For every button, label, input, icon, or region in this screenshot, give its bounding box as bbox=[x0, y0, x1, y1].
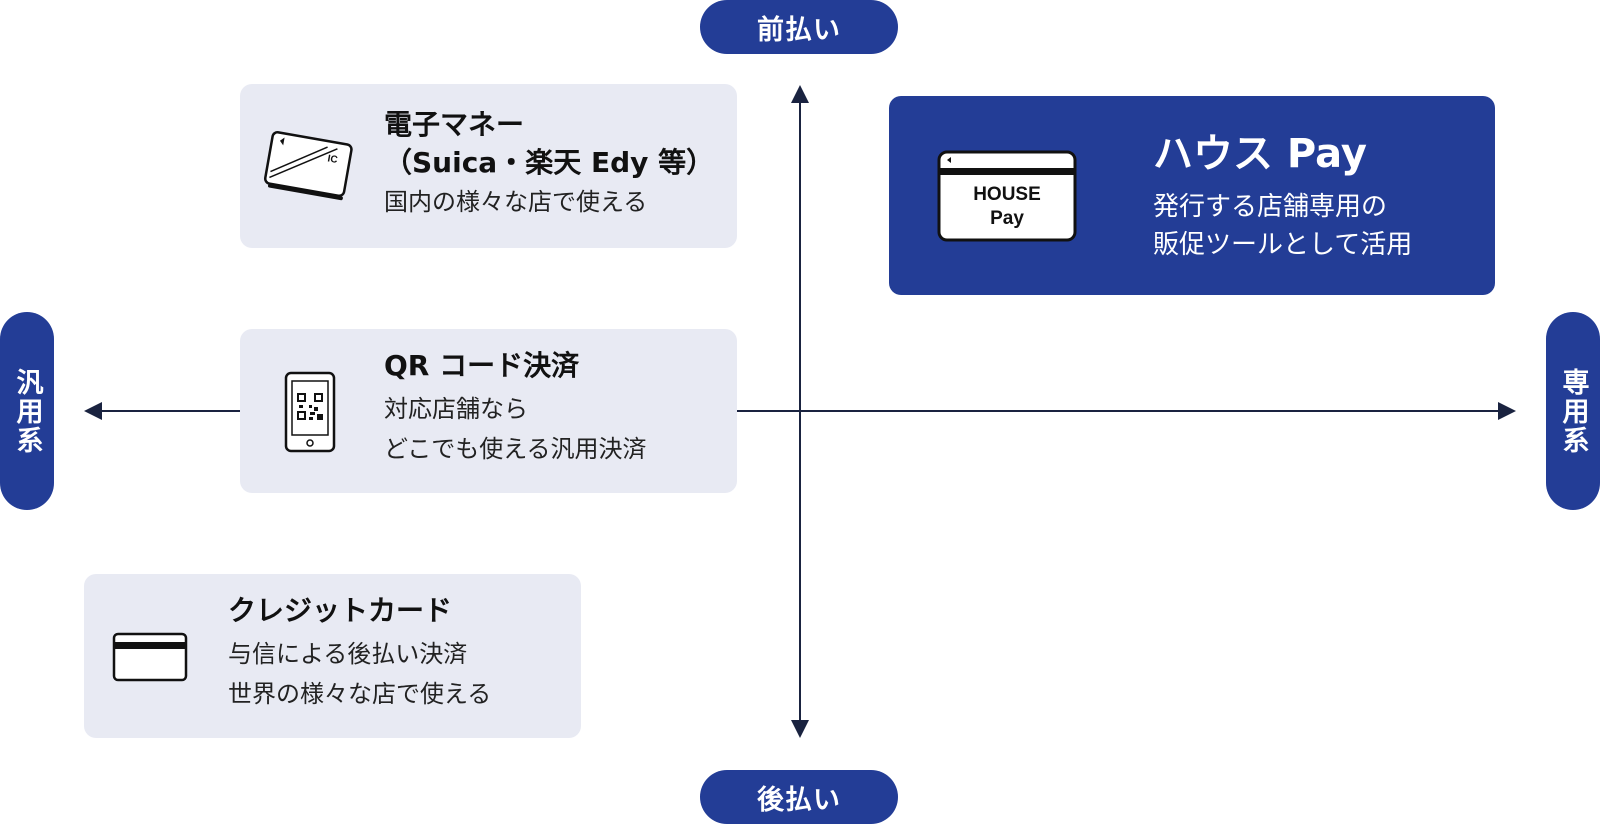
down-arrowhead bbox=[791, 720, 809, 738]
emoney-title: 電子マネー bbox=[384, 108, 525, 141]
card-qr-payment: QR コード決済 対応店舗なら どこでも使える汎用決済 bbox=[240, 329, 737, 493]
axis-label-prepaid: 前払い bbox=[700, 0, 898, 54]
card-electronic-money: IC 電子マネー （Suica・楽天 Edy 等） 国内の様々な店で使える bbox=[240, 84, 737, 248]
ic-card-label: IC bbox=[327, 153, 339, 166]
ic-card-icon: IC bbox=[260, 128, 356, 208]
axis-label-postpaid: 後払い bbox=[700, 770, 898, 824]
house-pay-description-line1: 発行する店舗専用の bbox=[1153, 192, 1388, 222]
axis-label-dedicated: 専用系 bbox=[1546, 312, 1600, 510]
emoney-subtitle: （Suica・楽天 Edy 等） bbox=[384, 146, 715, 179]
qr-title: QR コード決済 bbox=[384, 349, 580, 382]
smartphone-qr-icon bbox=[284, 371, 336, 457]
credit-description-line1: 与信による後払い決済 bbox=[228, 640, 468, 668]
house-pay-description-line2: 販促ツールとして活用 bbox=[1153, 230, 1413, 260]
house-pay-card-line2: Pay bbox=[990, 208, 1024, 229]
card-credit-card: クレジットカード 与信による後払い決済 世界の様々な店で使える bbox=[84, 574, 581, 738]
left-arrowhead bbox=[84, 402, 102, 420]
card-house-pay: HOUSE Pay ハウス Pay 発行する店舗専用の 販促ツールとして活用 bbox=[889, 96, 1495, 295]
emoney-text: 電子マネー （Suica・楽天 Edy 等） 国内の様々な店で使える bbox=[384, 106, 714, 222]
emoney-description: 国内の様々な店で使える bbox=[384, 188, 648, 216]
credit-text: クレジットカード 与信による後払い決済 世界の様々な店で使える bbox=[228, 592, 491, 714]
house-pay-card-icon: HOUSE Pay bbox=[937, 150, 1077, 246]
credit-title: クレジットカード bbox=[228, 594, 453, 627]
axis-label-general: 汎用系 bbox=[0, 312, 54, 510]
house-pay-card-line1: HOUSE bbox=[973, 184, 1041, 205]
qr-description-line1: 対応店舗なら bbox=[384, 395, 528, 423]
credit-description-line2: 世界の様々な店で使える bbox=[228, 680, 492, 708]
up-arrowhead bbox=[791, 85, 809, 103]
right-arrowhead bbox=[1498, 402, 1516, 420]
qr-description-line2: どこでも使える汎用決済 bbox=[384, 435, 647, 463]
credit-card-icon bbox=[112, 632, 188, 686]
qr-text: QR コード決済 対応店舗なら どこでも使える汎用決済 bbox=[384, 347, 647, 469]
house-pay-title: ハウス Pay bbox=[1153, 131, 1368, 177]
house-pay-text: ハウス Pay 発行する店舗専用の 販促ツールとして活用 bbox=[1153, 126, 1412, 264]
